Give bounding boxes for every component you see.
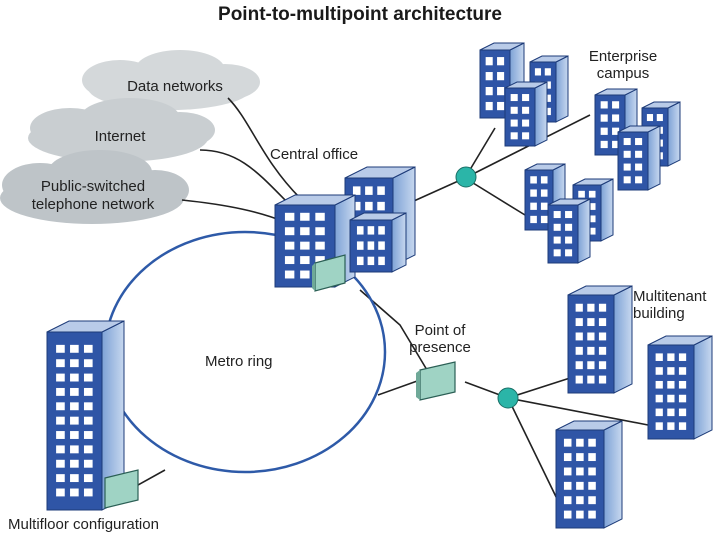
building-enterprise-6 bbox=[617, 125, 661, 191]
building-multitenant-1 bbox=[567, 285, 633, 394]
label-metro-ring: Metro ring bbox=[205, 353, 273, 370]
cloud-internet bbox=[28, 98, 215, 162]
building-enterprise-3 bbox=[504, 81, 548, 147]
label-pop-line1: Point of bbox=[414, 322, 466, 339]
building-central-office-small bbox=[349, 212, 407, 273]
label-enterprise-line1: Enterprise bbox=[588, 48, 658, 65]
building-multitenant-3 bbox=[555, 420, 623, 529]
building-enterprise-9 bbox=[547, 198, 591, 264]
device-multifloor bbox=[104, 469, 139, 509]
diagram-title: Point-to-multipoint architecture bbox=[218, 4, 502, 25]
label-multitenant-line1: Multitenant bbox=[633, 288, 707, 305]
device-point-of-presence bbox=[416, 361, 456, 401]
label-enterprise-line2: campus bbox=[596, 65, 650, 82]
building-enterprise-1 bbox=[479, 42, 525, 119]
label-multifloor: Multifloor configuration bbox=[8, 516, 159, 533]
cloud-label-data-networks: Data networks bbox=[127, 78, 223, 95]
building-multifloor bbox=[46, 320, 125, 511]
hub-enterprise bbox=[455, 166, 477, 188]
device-central-office bbox=[312, 254, 346, 292]
label-central-office: Central office bbox=[270, 146, 359, 163]
building-multitenant-2 bbox=[647, 335, 713, 440]
label-multitenant-line2: building bbox=[633, 305, 685, 322]
cloud-label-pstn-line1: Public-switched bbox=[40, 178, 146, 195]
label-pop-line2: presence bbox=[409, 339, 471, 356]
buildings bbox=[46, 42, 713, 529]
cloud-label-pstn-line2: telephone network bbox=[31, 196, 155, 213]
hub-pop bbox=[497, 387, 519, 409]
cloud-pstn bbox=[0, 150, 189, 224]
cloud-label-internet: Internet bbox=[94, 128, 146, 145]
